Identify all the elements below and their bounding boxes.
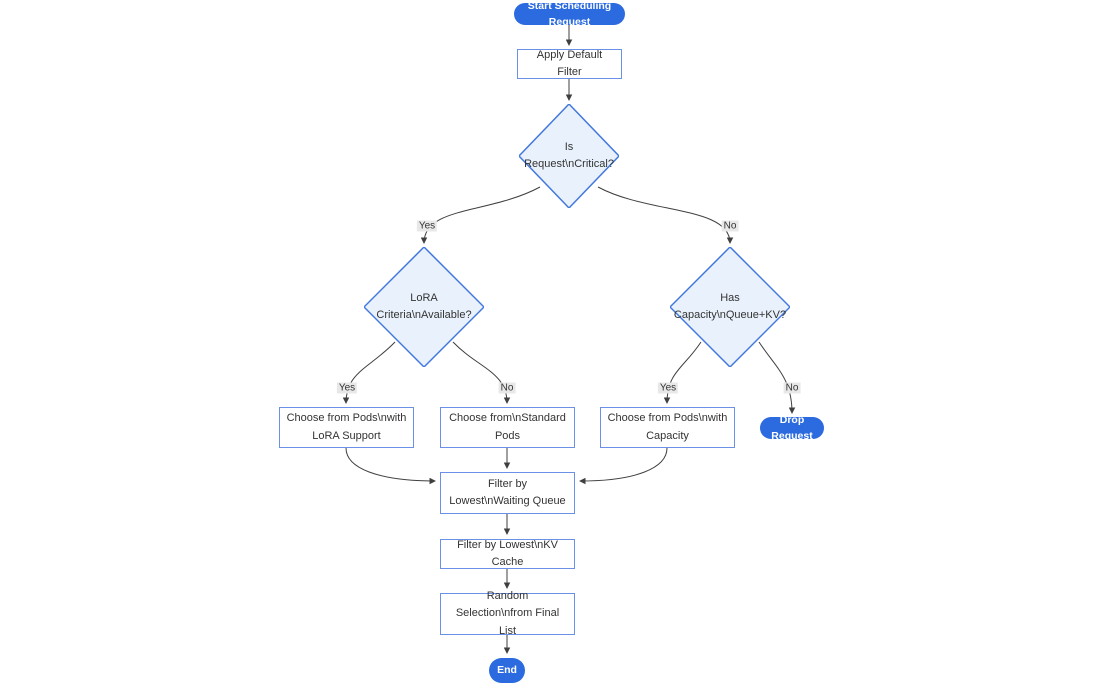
diamond-shape-icon	[670, 247, 790, 367]
node-start: Start Scheduling Request	[514, 0, 625, 28]
node-is-request-critical-label: Is Request\nCritical?	[524, 140, 614, 170]
diamond-shape-icon	[519, 104, 619, 208]
node-filter-kv-cache: Filter by Lowest\nKV Cache	[440, 539, 575, 569]
edge-label-critical-no: No	[721, 220, 739, 232]
node-choose-lora-pods: Choose from Pods\nwith LoRA Support	[279, 407, 414, 448]
diamond-shape-icon	[364, 247, 484, 367]
node-has-capacity: Has Capacity\nQueue+KV?	[670, 247, 790, 367]
edge-label-capacity-no: No	[783, 382, 801, 394]
edge-capacity-pods-to-waiting	[579, 447, 668, 485]
node-choose-standard-pods: Choose from\nStandard Pods	[440, 407, 575, 448]
edge-label-lora-no: No	[498, 382, 516, 394]
node-choose-capacity-pods-label: Choose from Pods\nwith Capacity	[607, 412, 728, 442]
edge-label-lora-yes: Yes	[336, 382, 358, 394]
node-choose-lora-pods-label: Choose from Pods\nwith LoRA Support	[286, 412, 407, 442]
node-end-label: End	[497, 664, 517, 677]
node-apply-default-filter: Apply Default Filter	[517, 49, 622, 79]
node-drop-request-label: Drop Request	[771, 413, 813, 442]
node-is-request-critical: Is Request\nCritical?	[519, 104, 619, 208]
node-filter-waiting-queue-label: Filter by Lowest\nWaiting Queue	[449, 477, 566, 507]
node-choose-standard-pods-label: Choose from\nStandard Pods	[449, 412, 566, 442]
node-random-selection: Random Selection\nfrom Final List	[440, 590, 575, 637]
node-drop-request: Drop Request	[760, 414, 824, 442]
node-apply-default-filter-label: Apply Default Filter	[536, 48, 603, 78]
edge-label-capacity-yes: Yes	[657, 382, 679, 394]
edge-lora-pods-to-waiting	[345, 447, 436, 485]
node-random-selection-label: Random Selection\nfrom Final List	[455, 590, 560, 637]
node-has-capacity-label: Has Capacity\nQueue+KV?	[673, 291, 787, 321]
node-choose-capacity-pods: Choose from Pods\nwith Capacity	[600, 407, 735, 448]
node-end: End	[489, 658, 525, 683]
node-lora-criteria: LoRA Criteria\nAvailable?	[364, 247, 484, 367]
node-filter-waiting-queue: Filter by Lowest\nWaiting Queue	[440, 472, 575, 514]
node-lora-criteria-label: LoRA Criteria\nAvailable?	[376, 291, 472, 321]
node-filter-kv-cache-label: Filter by Lowest\nKV Cache	[457, 538, 558, 568]
node-start-label: Start Scheduling Request	[527, 0, 612, 28]
edge-label-critical-yes: Yes	[416, 220, 438, 232]
